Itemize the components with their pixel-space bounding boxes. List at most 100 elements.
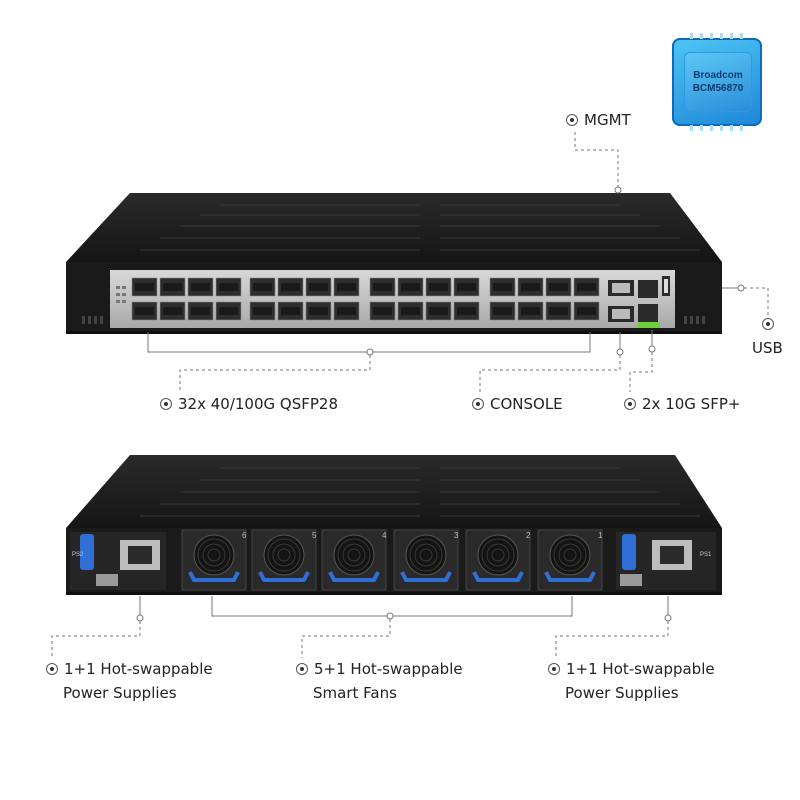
label-psu-left: 1+1 Hot-swappable Power Supplies xyxy=(46,657,213,705)
fan-number: 5 xyxy=(312,531,317,540)
qsfp-port-slot xyxy=(429,307,448,315)
qsfp-port-slot xyxy=(309,307,328,315)
qsfp-port-slot xyxy=(191,283,210,291)
callout-dot-icon xyxy=(160,397,172,410)
callout-dot-icon xyxy=(762,317,774,330)
qsfp-port-slot xyxy=(337,307,356,315)
qsfp28-ports xyxy=(131,277,600,321)
qsfp-port-slot xyxy=(191,307,210,315)
label-console: CONSOLE xyxy=(472,392,563,416)
fan-tray: 2 xyxy=(465,529,531,591)
fan-grille-ring xyxy=(202,543,226,567)
fan-icon xyxy=(477,534,519,576)
fan-tray-handle xyxy=(258,571,310,582)
qsfp-port-slot xyxy=(253,307,272,315)
qsfp-port-slot xyxy=(281,283,300,291)
psu-left-latch xyxy=(80,534,94,570)
fan-grille-ring xyxy=(272,543,296,567)
power-supply-right: PS1 xyxy=(616,532,716,590)
fan-grille-ring xyxy=(409,538,443,572)
psu-left-label: PS2 xyxy=(72,552,84,558)
front-top-vents xyxy=(140,204,700,251)
front-side-vents xyxy=(82,316,705,324)
fan-grille-ring xyxy=(563,548,577,562)
label-usb: USB xyxy=(752,312,783,360)
front-chassis-edge xyxy=(66,331,722,334)
qsfp-port-slot xyxy=(219,283,238,291)
fan-tray: 6 xyxy=(181,529,247,591)
qsfp-port-slot xyxy=(219,307,238,315)
qsfp-port-slot xyxy=(337,283,356,291)
chip-model: BCM56870 xyxy=(692,83,744,94)
fan-tray-handle xyxy=(544,571,596,582)
qsfp-port-slot xyxy=(401,307,420,315)
fan-number: 6 xyxy=(242,531,247,540)
qsfp-port-slot xyxy=(253,283,272,291)
psu-right-latch xyxy=(622,534,636,570)
fan-number: 2 xyxy=(526,531,531,540)
power-supply-left: PS2 xyxy=(70,532,166,590)
fan-grille-ring xyxy=(277,548,291,562)
fan-grille-ring xyxy=(342,543,366,567)
callout-dot-icon xyxy=(566,113,578,126)
fan-grille-ring xyxy=(481,538,515,572)
callout-dot-icon xyxy=(472,397,484,410)
qsfp-port-slot xyxy=(135,283,154,291)
label-fans: 5+1 Hot-swappable Smart Fans xyxy=(296,657,463,705)
fan-tray: 4 xyxy=(321,529,387,591)
qsfp-port-slot xyxy=(373,307,392,315)
front-chassis-top xyxy=(66,193,722,262)
qsfp-port-slot xyxy=(493,307,512,315)
fan-icon xyxy=(263,534,305,576)
fan-icon xyxy=(549,534,591,576)
chip-face: Broadcom BCM56870 xyxy=(684,52,752,112)
sfp-port-1 xyxy=(638,280,658,298)
label-psu-right: 1+1 Hot-swappable Power Supplies xyxy=(548,657,715,705)
fan-tray-handle xyxy=(188,571,240,582)
callout-dot-icon xyxy=(624,397,636,410)
qsfp-port-slot xyxy=(373,283,392,291)
qsfp-port-slot xyxy=(309,283,328,291)
chip-brand: Broadcom xyxy=(693,70,743,81)
qsfp-port-slot xyxy=(521,283,540,291)
label-sfp: 2x 10G SFP+ xyxy=(624,392,740,416)
label-qsfp: 32x 40/100G QSFP28 xyxy=(160,392,338,416)
fan-number: 3 xyxy=(454,531,459,540)
chip-pins xyxy=(690,33,743,131)
fan-grille-ring xyxy=(347,548,361,562)
front-switch xyxy=(66,193,722,334)
callout-dot-icon xyxy=(548,662,560,675)
qsfp-port-slot xyxy=(163,307,182,315)
callout-dot-icon xyxy=(296,662,308,675)
qsfp-port-slot xyxy=(457,307,476,315)
fan-icon xyxy=(333,534,375,576)
fan-grille-ring xyxy=(267,538,301,572)
qsfp-port-slot xyxy=(429,283,448,291)
label-mgmt: MGMT xyxy=(566,108,631,132)
qsfp-port-slot xyxy=(135,307,154,315)
fan-grille-ring xyxy=(486,543,510,567)
qsfp-port-slot xyxy=(281,307,300,315)
qsfp-port-slot xyxy=(493,283,512,291)
fan-grille-ring xyxy=(558,543,582,567)
fan-icon xyxy=(405,534,447,576)
fan-grille-ring xyxy=(337,538,371,572)
qsfp-port-slot xyxy=(401,283,420,291)
fan-tray-handle xyxy=(472,571,524,582)
broadcom-chip-badge: Broadcom BCM56870 xyxy=(672,38,762,126)
fan-tray-handle xyxy=(328,571,380,582)
status-leds xyxy=(116,286,126,303)
qsfp-port-slot xyxy=(577,283,596,291)
callout-dot-icon xyxy=(46,662,58,675)
fan-number: 1 xyxy=(598,531,603,540)
fan-tray: 1 xyxy=(537,529,603,591)
sfp-port-2 xyxy=(638,304,658,322)
qsfp-port-slot xyxy=(549,307,568,315)
fan-grille-ring xyxy=(419,548,433,562)
fan-tray: 5 xyxy=(251,529,317,591)
qsfp-port-slot xyxy=(577,307,596,315)
fan-grille-ring xyxy=(553,538,587,572)
